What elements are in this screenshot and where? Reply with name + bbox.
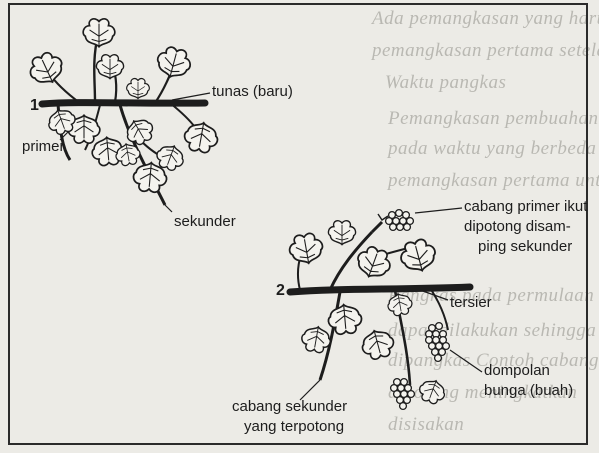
label-dompolan-line1: dompolan [484,362,550,380]
label-cabang-primer-line3: ping sekunder [478,238,572,256]
leaf-icon [287,232,325,266]
leaf-icon [359,327,397,362]
label-tunas: tunas (baru) [212,83,293,101]
pointer-cabang-sekunder [300,380,320,400]
leaf-icon [386,292,413,317]
main-trunk-2 [290,287,470,292]
diagram-number-1: 1 [30,97,39,115]
label-tersier: tersier [450,294,492,312]
leaf-icon [328,221,355,245]
leaf-icon [353,243,394,282]
leaf-icon [398,237,439,275]
leaf-icon [25,49,67,89]
pointer-tunas [172,93,210,100]
label-dompolan-line2: bunga (buah) [484,382,573,400]
main-trunk-1 [42,103,205,104]
leaf-icon [154,44,194,81]
leaf-icon [416,376,448,406]
diagram-1-plant [25,19,220,212]
pointer-cabang-primer [415,208,462,213]
label-sekunder: sekunder [174,213,236,231]
leaf-icon [127,79,150,99]
leaf-icon [83,19,115,47]
leaf-icon [96,55,123,79]
label-primer: primer [22,138,65,156]
leaf-icon [122,114,157,148]
leaf-icon [182,120,220,154]
label-cabang-sekunder-line1: cabang sekunder [232,398,347,416]
grape-cluster-top [386,210,414,231]
label-cabang-primer-line1: cabang primer ikut [464,198,587,216]
pointer-sekunder [165,205,172,212]
label-cabang-primer-line2: dipotong disam- [464,218,571,236]
pointer-dompolan [450,350,482,372]
grape-cluster-right [426,323,450,362]
cut-stub [372,222,382,232]
label-cabang-sekunder-line2: yang terpotong [244,418,344,436]
diagram-number-2: 2 [276,282,285,300]
